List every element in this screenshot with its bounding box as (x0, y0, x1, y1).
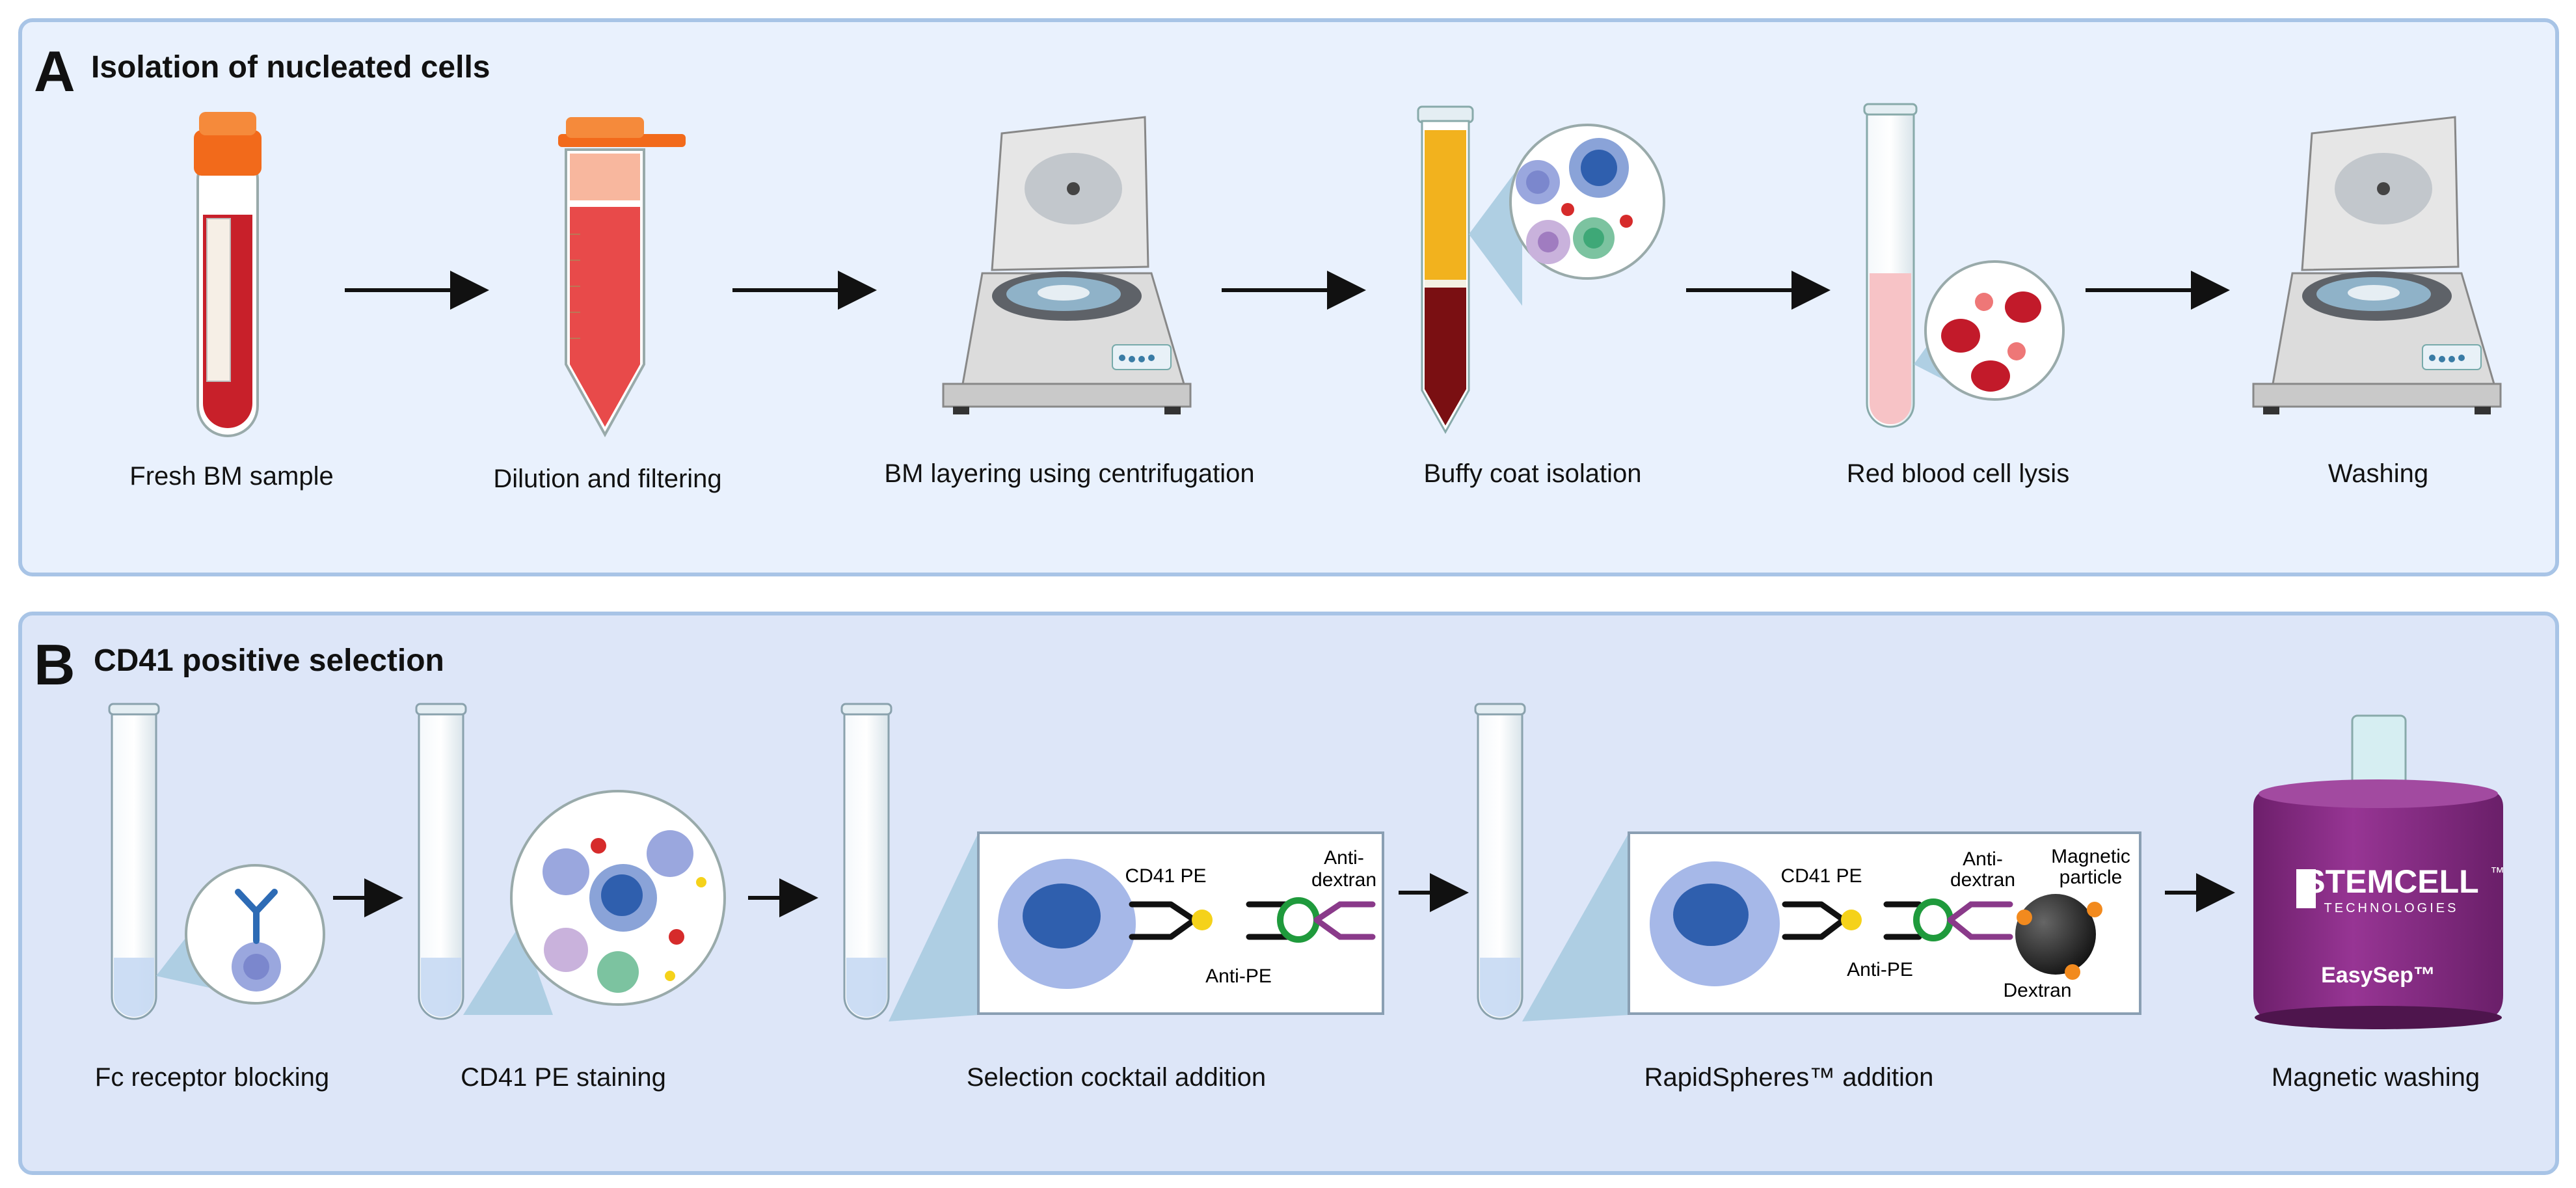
panel-a-title: Isolation of nucleated cells (91, 50, 490, 85)
centrifuge-icon-2 (2252, 116, 2502, 416)
label-anti-dextran-1a: Anti- (1324, 847, 1364, 869)
buffy-coat-tube-icon (1417, 105, 1665, 435)
panel-b-letter: B (34, 632, 75, 697)
centrifuge-icon (942, 116, 1192, 416)
cd41-tube-icon (415, 703, 467, 1020)
blood-collection-tube-icon (194, 112, 262, 437)
label-cd41-pe-2: CD41 PE (1780, 865, 1862, 887)
step-label-fresh-bm-sample: Fresh BM sample (129, 462, 334, 491)
rbc-lysis-tube-icon (1863, 103, 2065, 428)
label-anti-pe-1: Anti-PE (1205, 965, 1272, 987)
step-label-dilution-filtering: Dilution and filtering (493, 465, 722, 493)
label-anti-dextran-1b: dextran (1311, 869, 1376, 891)
magnet-product: EasySep™ (2321, 963, 2435, 988)
panel-a (18, 18, 2559, 576)
label-anti-pe-2: Anti-PE (1847, 959, 1913, 980)
selection-tube-icon (840, 703, 892, 1020)
label-magnetic-2: particle (2059, 867, 2123, 888)
magnet-sub: TECHNOLOGIES (2324, 901, 2459, 915)
fc-tube-icon (108, 703, 160, 1020)
step-label-selection-cocktail: Selection cocktail addition (966, 1063, 1267, 1092)
conical-tube-icon (558, 117, 686, 438)
step-label-rbc-lysis: Red blood cell lysis (1846, 459, 2070, 488)
easysep-magnet-icon: STEMCELL ™ TECHNOLOGIES EasySep™ (2253, 714, 2504, 1029)
step-label-washing: Washing (2328, 459, 2429, 488)
magnet-brand: STEMCELL (2303, 863, 2478, 900)
label-dextran: Dextran (2003, 980, 2071, 1001)
step-label-magnetic-washing: Magnetic washing (2271, 1063, 2480, 1092)
label-cd41-pe-1: CD41 PE (1125, 865, 1206, 887)
label-anti-dextran-2a: Anti- (1963, 848, 2003, 870)
step-label-cd41-pe-staining: CD41 PE staining (461, 1063, 666, 1092)
label-anti-dextran-2b: dextran (1950, 869, 2015, 891)
step-label-fc-receptor: Fc receptor blocking (94, 1063, 330, 1092)
step-label-bm-layering: BM layering using centrifugation (884, 459, 1255, 488)
step-label-buffy-coat: Buffy coat isolation (1423, 459, 1642, 488)
panel-b-title: CD41 positive selection (94, 643, 444, 678)
label-magnetic-1: Magnetic (2051, 846, 2130, 867)
rapidspheres-tube-icon (1474, 703, 1526, 1020)
magnet-brand-tm: ™ (2490, 864, 2504, 880)
panel-a-letter: A (34, 39, 75, 103)
step-label-rapidspheres: RapidSpheres™ addition (1644, 1063, 1934, 1092)
